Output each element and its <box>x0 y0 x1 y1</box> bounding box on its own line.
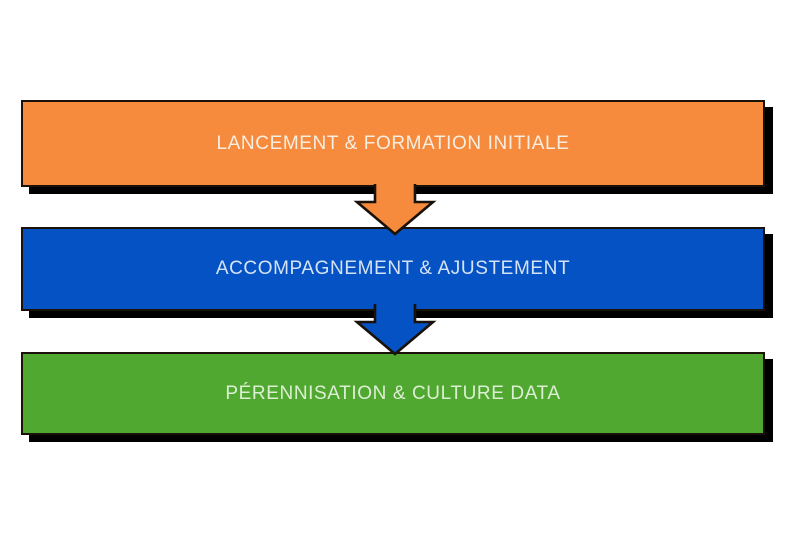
step-box-accompagnement: ACCOMPAGNEMENT & AJUSTEMENT <box>21 227 765 311</box>
down-arrow-icon <box>353 304 437 356</box>
down-arrow-icon <box>353 184 437 236</box>
step-box-perennisation: PÉRENNISATION & CULTURE DATA <box>21 352 765 435</box>
step-label-perennisation: PÉRENNISATION & CULTURE DATA <box>225 382 561 404</box>
step-label-accompagnement: ACCOMPAGNEMENT & AJUSTEMENT <box>215 258 571 279</box>
step-label-lancement: LANCEMENT & FORMATION INITIALE <box>216 132 570 154</box>
step-box-lancement: LANCEMENT & FORMATION INITIALE <box>21 100 765 187</box>
